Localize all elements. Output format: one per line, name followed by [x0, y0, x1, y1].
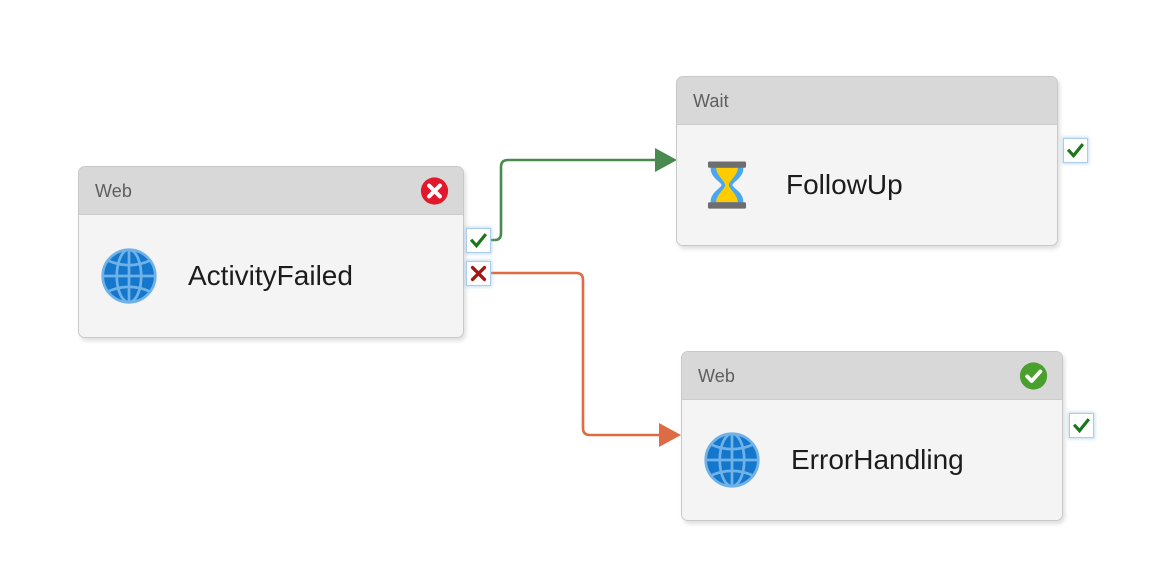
success-connector-line: [490, 158, 659, 242]
node-header: Web: [682, 352, 1062, 400]
error-connector-arrowhead: [659, 423, 681, 447]
check-icon: [469, 233, 488, 249]
port-badge-success[interactable]: [1063, 138, 1088, 163]
node-label: FollowUp: [786, 169, 903, 200]
node-header: Wait: [677, 77, 1057, 125]
node-body: ErrorHandling: [682, 400, 1062, 520]
node-header: Web: [79, 167, 463, 215]
port-badge-success[interactable]: [466, 228, 491, 253]
port-badge-error[interactable]: [466, 261, 491, 286]
node-label: ActivityFailed: [188, 260, 353, 291]
success-circle-icon: [1019, 361, 1048, 390]
node-label: ErrorHandling: [791, 444, 964, 475]
globe-icon: [704, 432, 760, 488]
node-body: FollowUp: [677, 125, 1057, 245]
cross-icon: [470, 265, 487, 282]
node-activity-failed[interactable]: Web ActivityFailed: [78, 166, 464, 338]
check-icon: [1066, 143, 1085, 159]
error-connector[interactable]: [490, 271, 681, 447]
node-body: ActivityFailed: [79, 215, 463, 337]
port-badge-success[interactable]: [1069, 413, 1094, 438]
node-error-handling[interactable]: Web ErrorHandling: [681, 351, 1063, 521]
hourglass-icon: [707, 161, 747, 209]
check-icon: [1072, 418, 1091, 434]
node-header-title: Wait: [693, 90, 729, 111]
node-follow-up[interactable]: Wait FollowUp: [676, 76, 1058, 246]
success-connector-arrowhead: [655, 148, 677, 172]
error-circle-icon: [420, 176, 449, 205]
node-header-title: Web: [95, 180, 132, 201]
error-connector-line: [490, 271, 663, 437]
success-connector[interactable]: [490, 148, 677, 242]
globe-icon: [101, 248, 157, 304]
node-header-title: Web: [698, 365, 735, 386]
